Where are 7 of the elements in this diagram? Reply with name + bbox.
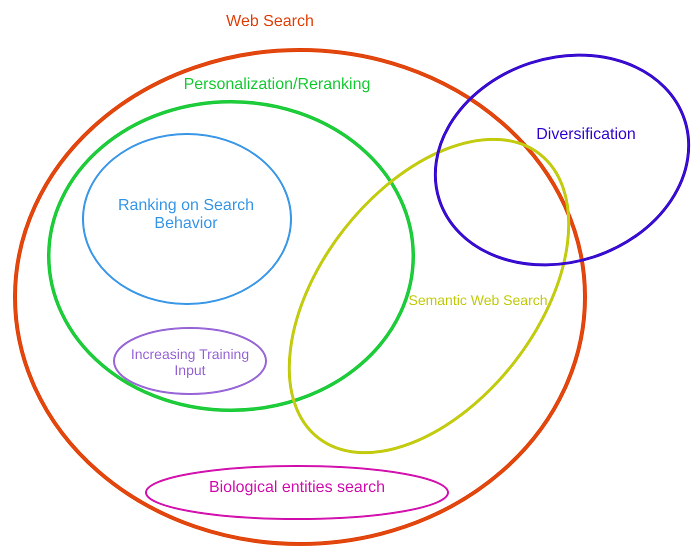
- set-label: Ranking on Search Behavior: [116, 197, 256, 234]
- set-label: Increasing Training Input: [130, 346, 250, 378]
- set-label: Personalization/Reranking: [182, 76, 372, 94]
- set-label: Web Search: [225, 13, 315, 32]
- set-label: Semantic Web Search: [407, 292, 549, 308]
- set-label: Biological entities search: [208, 479, 386, 498]
- set-label: Diversification: [535, 126, 637, 144]
